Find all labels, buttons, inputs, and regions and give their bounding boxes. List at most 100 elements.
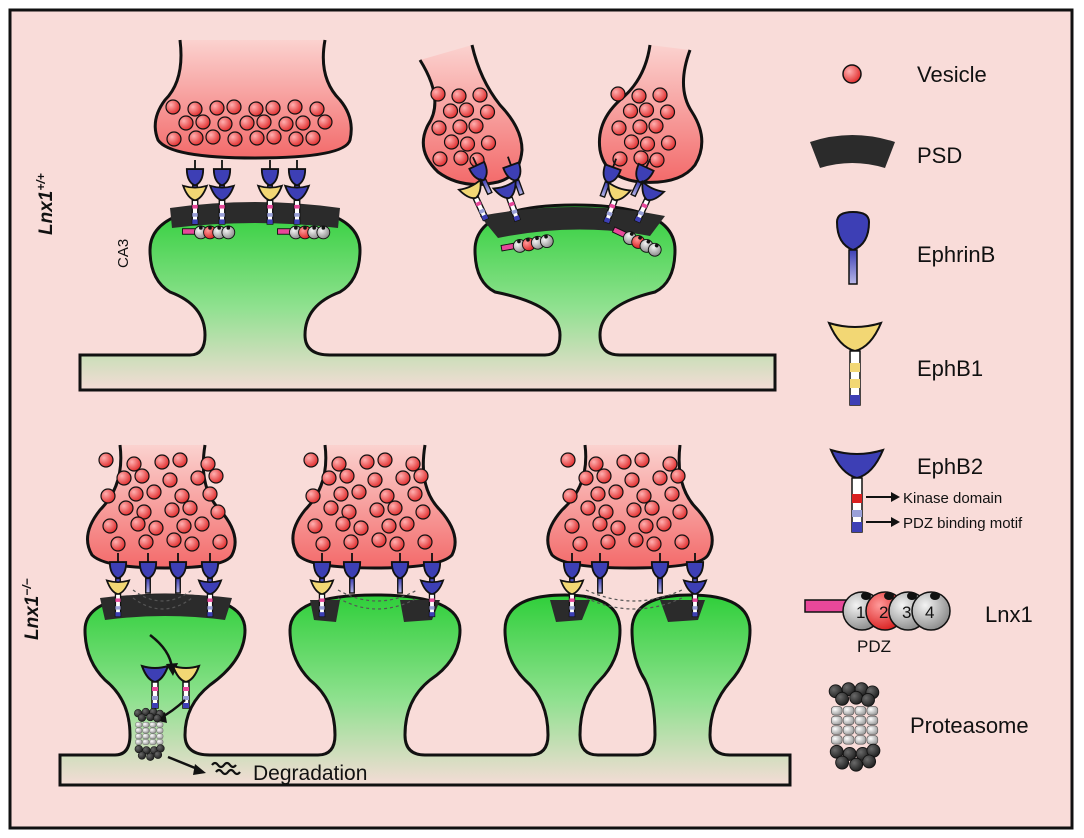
pdz-number-3: 3 — [902, 603, 911, 622]
legend-ephb2-label: EphB2 — [917, 454, 983, 479]
vesicle — [458, 102, 475, 118]
vesicle — [116, 470, 132, 486]
vesicle — [295, 115, 311, 131]
vesicle — [417, 534, 433, 550]
vesicle — [656, 516, 672, 532]
vesicle — [395, 470, 411, 486]
vesicle — [610, 520, 626, 536]
synaptic-proteins — [105, 552, 708, 618]
vesicle — [442, 103, 459, 119]
legend-psd-label: PSD — [917, 143, 962, 168]
vesicle — [480, 135, 497, 151]
vesicle — [405, 456, 421, 472]
vesicle — [443, 134, 460, 150]
vesicle — [633, 150, 649, 166]
vesicle — [639, 136, 656, 152]
legend-ephrinb-label: EphrinB — [917, 242, 995, 267]
vesicle — [172, 452, 188, 468]
vesicle — [371, 532, 387, 548]
vesicle — [359, 454, 375, 470]
wildtype-panel: Lnx1+/+ CA3 — [34, 39, 777, 392]
vesicle — [138, 534, 154, 550]
vesicle — [659, 104, 676, 120]
legend-kinase-label: Kinase domain — [903, 490, 1002, 507]
vesicle — [616, 454, 632, 470]
knockout-dendrite — [58, 593, 792, 787]
psd-icon — [810, 135, 895, 168]
vesicle — [632, 119, 648, 135]
vesicle — [118, 500, 134, 516]
vesicle — [631, 88, 647, 104]
vesicle — [628, 532, 644, 548]
vesicle — [126, 456, 142, 472]
lnx1-icon: 1 2 3 4 — [804, 591, 951, 631]
ephb2-icon — [829, 448, 885, 533]
vesicle — [660, 135, 677, 151]
vesicle — [305, 488, 321, 504]
vesicle — [623, 134, 640, 150]
vesicle — [265, 100, 281, 116]
vesicle — [307, 518, 323, 534]
vesicle — [611, 120, 627, 136]
vesicle — [634, 452, 650, 468]
vesicle — [652, 470, 668, 486]
vesicle — [309, 101, 325, 117]
kinase-pointer-head — [891, 492, 900, 502]
vesicle — [652, 87, 668, 103]
vesicle — [564, 518, 580, 534]
ephb1-icon — [827, 321, 883, 406]
vesicle — [600, 534, 616, 550]
vesicle-icon — [842, 64, 862, 84]
vesicle — [176, 518, 192, 534]
missing-receptor-outline — [132, 597, 193, 610]
vesicle — [184, 536, 200, 552]
vesicle — [649, 152, 665, 168]
vesicle — [100, 488, 116, 504]
vesicle — [178, 115, 194, 131]
pdz-motif-pointer-head — [891, 517, 900, 527]
missing-receptor-outline — [585, 597, 683, 610]
legend-proteasome-label: Proteasome — [910, 713, 1029, 738]
vesicle — [608, 484, 624, 500]
missing-receptor-outline — [585, 589, 683, 602]
vesicle — [110, 536, 126, 552]
missing-receptor-outline — [337, 597, 418, 610]
vesicle — [572, 536, 588, 552]
vesicle — [226, 99, 242, 115]
vesicle — [636, 488, 652, 504]
vesicle — [468, 118, 484, 134]
vesicle — [479, 104, 496, 120]
vesicle — [249, 130, 265, 146]
vesicle — [200, 456, 216, 472]
vesicle — [208, 468, 224, 484]
vesicle — [341, 504, 357, 520]
vesicle — [154, 454, 170, 470]
vesicle — [187, 101, 203, 117]
vesicle — [596, 468, 612, 484]
vesicle — [626, 502, 642, 518]
vesicle — [580, 500, 596, 516]
vesicle — [335, 516, 351, 532]
missing-receptor-outline — [132, 589, 193, 602]
knockout-panel: Degradation Lnx1−/− — [20, 444, 792, 787]
psd — [100, 594, 232, 620]
ephrinb-icon — [835, 210, 871, 285]
vesicle — [622, 103, 639, 119]
vesicle — [560, 452, 576, 468]
vesicle — [130, 516, 146, 532]
genotype-label-wildtype: Lnx1+/+ — [34, 173, 57, 235]
pdz-label: PDZ — [857, 637, 891, 656]
pdz-number-4: 4 — [925, 603, 934, 622]
vesicle — [146, 484, 162, 500]
vesicle — [638, 518, 654, 534]
vesicle — [453, 150, 469, 166]
ca3-label: CA3 — [115, 239, 132, 268]
vesicle — [205, 129, 221, 145]
vesicle — [305, 130, 321, 146]
vesicle — [415, 504, 431, 520]
vesicle — [194, 516, 210, 532]
vesicle — [134, 468, 150, 484]
vesicle — [323, 500, 339, 516]
vesicle — [407, 486, 423, 502]
